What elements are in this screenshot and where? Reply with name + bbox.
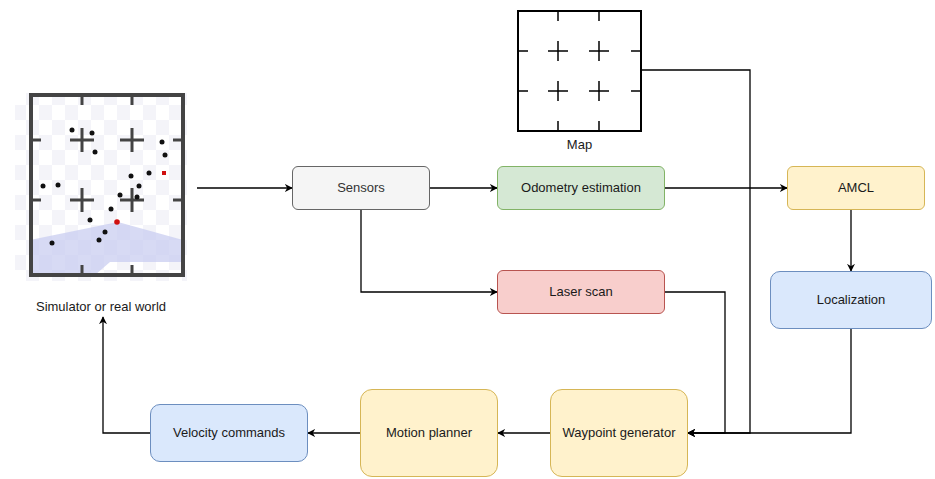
node-label: Odometry estimation (521, 180, 641, 196)
process-box: Localization (770, 271, 932, 329)
arrow-connector (308, 432, 360, 433)
node-label: Motion planner (386, 425, 472, 441)
arrow-connector (498, 432, 550, 433)
map-picture (518, 11, 641, 131)
arrow-connector (103, 317, 150, 433)
process-box: Motion planner (360, 389, 498, 477)
node-label: Waypoint generator (563, 425, 676, 441)
node-label: Simulator or real world (34, 299, 168, 315)
arrow-connector (665, 187, 787, 188)
node-label: Map (565, 137, 594, 153)
node-label: Laser scan (549, 284, 613, 300)
arrow-connector (361, 210, 497, 292)
process-box: Laser scan (497, 270, 665, 314)
process-box: AMCL (787, 166, 925, 210)
arrow-connector (850, 210, 851, 271)
process-box: Waypoint generator (550, 389, 688, 477)
process-box: Odometry estimation (497, 166, 665, 210)
node-label: Sensors (337, 180, 385, 196)
map-node: Map (517, 10, 642, 153)
node-label: Velocity commands (173, 425, 285, 441)
arrow-connector (430, 187, 497, 188)
simulator-picture (15, 93, 187, 281)
simulator-node: Simulator or real world (15, 93, 187, 315)
node-label: Localization (817, 292, 886, 308)
arrow-connector (642, 70, 750, 433)
arrow-connector (197, 187, 292, 188)
node-label: AMCL (838, 180, 874, 196)
arrow-connector (688, 329, 851, 433)
process-box: Velocity commands (150, 404, 308, 462)
sensor-box: Sensors (292, 166, 430, 210)
